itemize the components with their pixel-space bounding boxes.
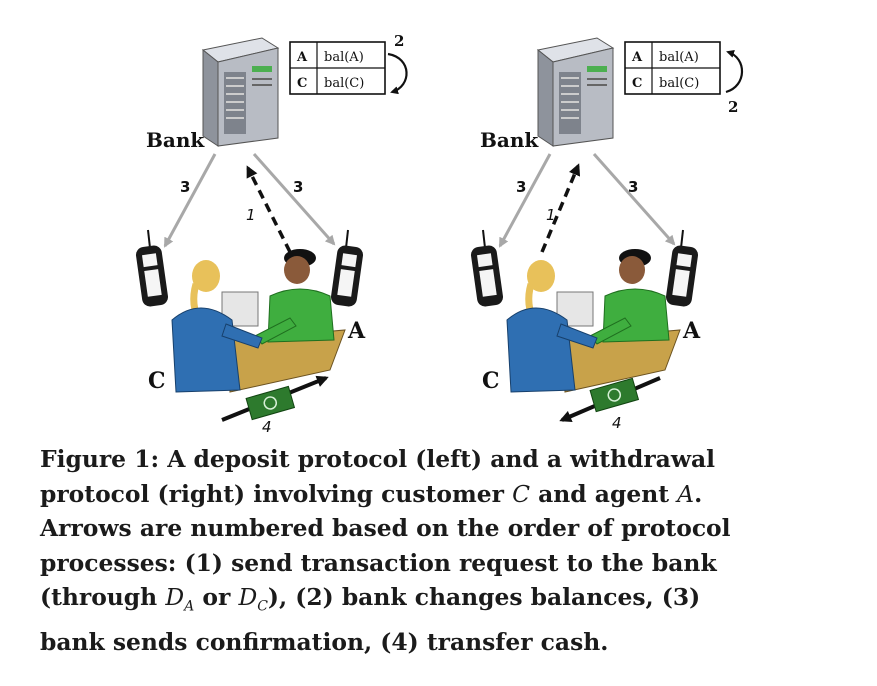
ledger-account-c: C: [632, 76, 642, 91]
cash-bill-icon: [589, 377, 640, 413]
arrow-label-1: 1: [246, 206, 256, 224]
ledger-balance-c: bal(C): [659, 76, 699, 91]
request-arrow: [540, 163, 581, 253]
caption-line: processes: (1) send transaction request …: [40, 548, 717, 577]
customer-label: C: [148, 368, 166, 394]
agent-label: A: [682, 318, 701, 344]
caption-line: bank sends confirmation, (4) transfer ca…: [40, 627, 609, 656]
confirm-arrow-to-agent: [592, 153, 676, 246]
bank-server-icon: [201, 37, 280, 147]
balance-change-arrow: [725, 50, 743, 94]
agent-phone-icon: [665, 229, 699, 307]
ledger-account-c: C: [297, 76, 307, 91]
arrow-label-3-customer: 3: [180, 178, 190, 196]
customer-figure: [506, 260, 598, 393]
arrow-label-2: 2: [394, 32, 404, 50]
figure-caption: Figure 1: A deposit protocol (left) and …: [40, 442, 845, 659]
cash-bill-icon: [245, 385, 296, 421]
arrow-label-3-customer: 3: [516, 178, 526, 196]
customer-figure: [171, 260, 263, 393]
agent-figure: [254, 249, 335, 345]
panel-right: Bank A bal(A) C bal(C) 2 3 3 1: [470, 37, 743, 432]
caption-line: Arrows are numbered based on the order o…: [40, 514, 731, 543]
caption-math: DC: [238, 583, 268, 616]
ledger-balance-a: bal(A): [659, 50, 699, 65]
balance-change-arrow: [387, 52, 408, 95]
confirm-arrow-to-customer: [498, 153, 552, 248]
arrow-label-4: 4: [262, 418, 272, 436]
arrow-label-4: 4: [612, 414, 622, 432]
bank-server-icon: [536, 37, 615, 147]
caption-line: Figure 1: A deposit protocol (left) and …: [40, 445, 716, 473]
request-arrow: [246, 165, 292, 253]
ledger-table: A bal(A) C bal(C): [289, 41, 386, 95]
caption-math: DA: [165, 583, 195, 616]
panel-left: Bank A bal(A) C bal(C) 2 3 3 1: [135, 32, 408, 436]
confirm-arrow-to-agent: [252, 153, 336, 246]
protocol-figure: Bank A bal(A) C bal(C) 2 3 3 1: [135, 32, 743, 436]
caption-math: A: [677, 479, 695, 508]
arrow-label-3-agent: 3: [628, 178, 638, 196]
ledger-table: A bal(A) C bal(C): [624, 41, 721, 95]
ledger-balance-c: bal(C): [324, 76, 364, 91]
customer-phone-icon: [135, 229, 169, 307]
agent-figure: [589, 249, 670, 345]
caption-math: C: [512, 479, 530, 508]
customer-phone-icon: [470, 229, 504, 307]
agent-label: A: [347, 318, 366, 344]
bank-label: Bank: [146, 128, 205, 152]
caption-line: (through DA or DC), (2) bank changes bal…: [40, 583, 701, 616]
arrow-label-3-agent: 3: [293, 178, 303, 196]
arrow-label-1: 1: [546, 206, 556, 224]
ledger-account-a: A: [296, 50, 308, 65]
arrow-label-2: 2: [728, 98, 738, 116]
caption-line: protocol (right) involving customer C an…: [40, 479, 703, 508]
agent-phone-icon: [330, 229, 364, 307]
ledger-balance-a: bal(A): [324, 50, 364, 65]
ledger-account-a: A: [631, 50, 643, 65]
confirm-arrow-to-customer: [163, 153, 217, 248]
customer-label: C: [482, 368, 500, 394]
bank-label: Bank: [480, 128, 539, 152]
